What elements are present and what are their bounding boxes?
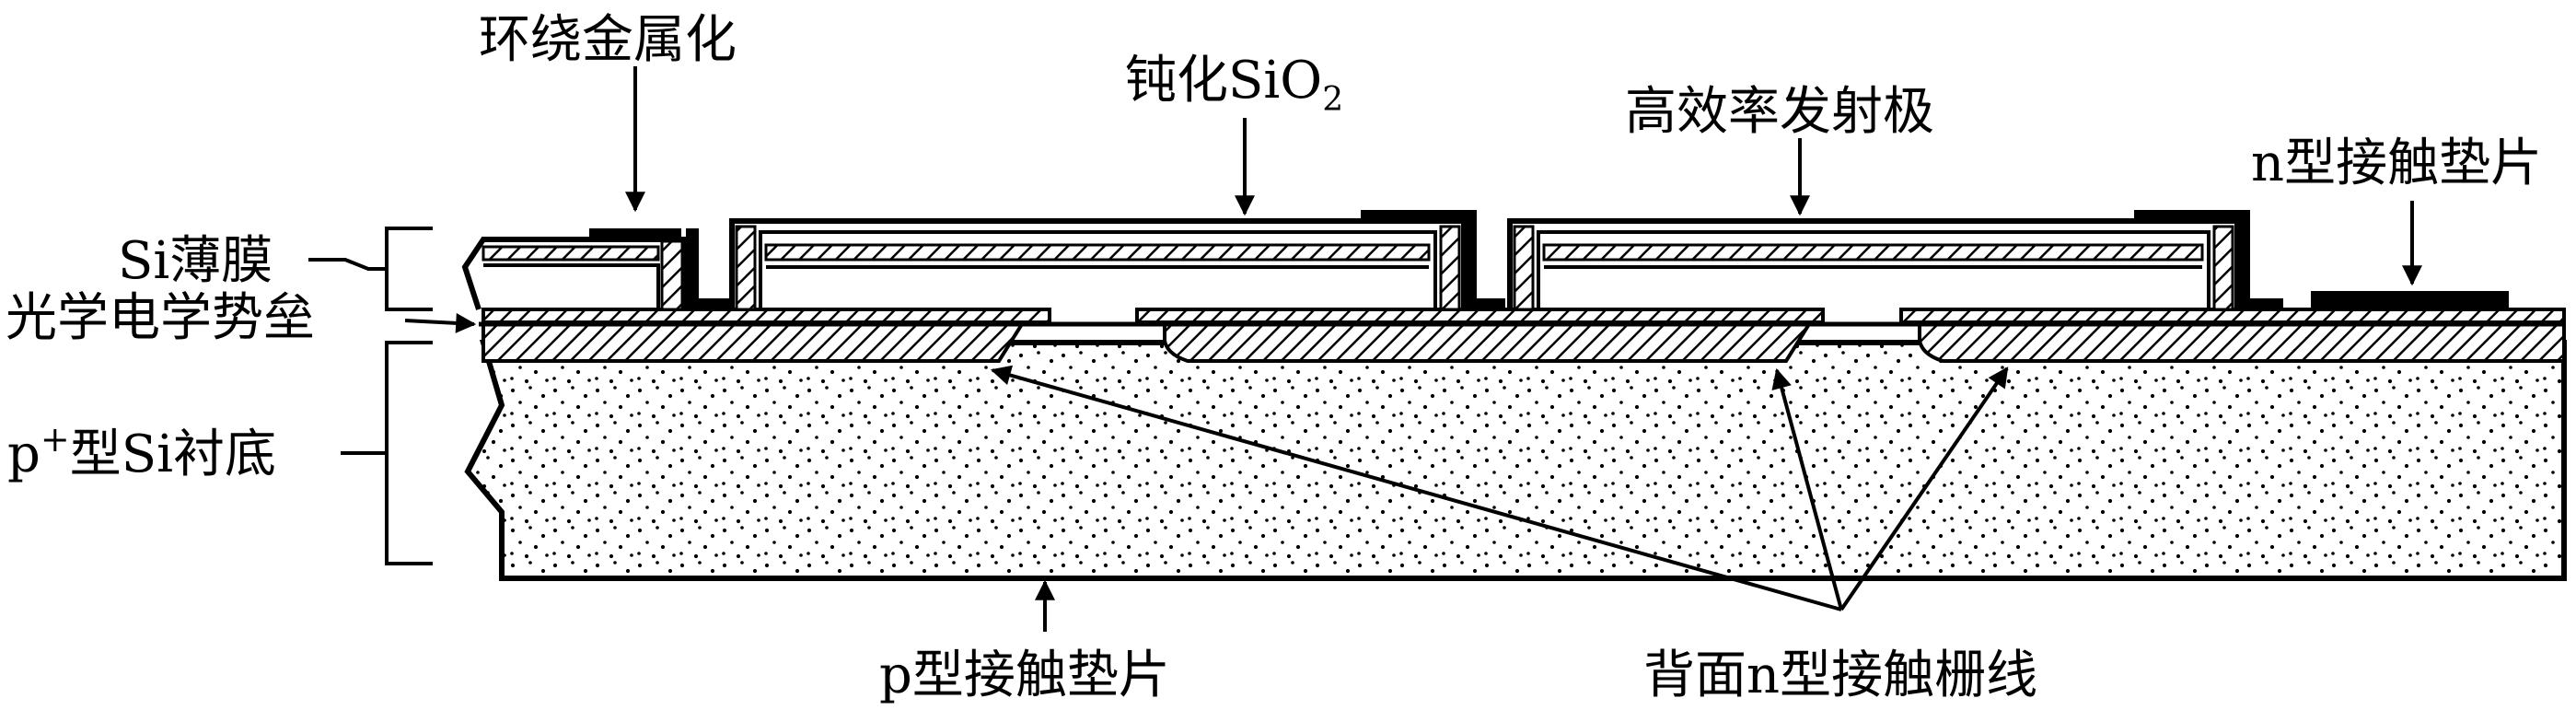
p-plus-si-substrate: [464, 340, 2567, 581]
si-film-leader: [308, 258, 387, 271]
label-p-pad: p型接触垫片: [879, 646, 1170, 705]
si-film-right-inner: [1537, 230, 2210, 309]
si-film-right-wall-left: [1513, 225, 1535, 311]
label-wrap-metal: 环绕金属化: [479, 10, 737, 70]
si-film-middle-wall-left: [735, 225, 757, 311]
si-film-middle-hatch: [764, 243, 1431, 262]
diffusion-layer-right: [1918, 322, 2566, 363]
si-film-left-hatch: [482, 245, 660, 262]
back-grid-arrow-2: [1771, 367, 1843, 611]
right-metal-side: [2237, 210, 2250, 308]
right-metal-foot: [2246, 298, 2283, 309]
label-si-film: Si薄膜: [118, 231, 273, 291]
back-grid-arrow-3: [1839, 367, 2009, 611]
wrap-metal-side: [686, 228, 699, 308]
diffusion-layer: [482, 322, 1026, 363]
si-film-bracket: [385, 227, 433, 311]
si-film-middle-inner: [759, 230, 1437, 309]
substrate-bracket: [385, 341, 433, 565]
barrier-arrow: [404, 312, 477, 333]
label-passivation: 钝化SiO2: [1125, 51, 1343, 119]
label-barrier: 光学电学势垒: [6, 288, 315, 348]
diffusion-layer-middle: [1163, 322, 1813, 363]
middle-metal-foot: [1473, 298, 1505, 309]
si-film-middle-wall-right: [1439, 225, 1461, 311]
middle-metal-contact: [1361, 210, 1464, 223]
si-film-left-inner: [483, 263, 660, 309]
si-film-right-hatch: [1542, 243, 2204, 262]
wrap-metal-contact: [589, 228, 681, 241]
grid-strip-3: [1899, 308, 2566, 324]
wrap-metal-foot: [695, 298, 730, 309]
si-film-left-wall: [660, 239, 684, 311]
grid-strip-1: [482, 308, 1051, 324]
right-metal-contact: [2134, 210, 2237, 223]
label-n-pad: n型接触垫片: [2251, 134, 2542, 193]
n-contact-pad: [2311, 291, 2509, 311]
middle-metal-side: [1464, 210, 1477, 308]
si-film-right-wall-right: [2212, 225, 2234, 311]
label-back-grid: 背面n型接触栅线: [1643, 646, 2037, 705]
back-grid-arrow-1: [990, 365, 1842, 611]
label-emitter: 高效率发射极: [1625, 82, 1934, 142]
label-substrate: p+型Si衬底: [7, 419, 276, 484]
grid-strip-2: [1135, 308, 1825, 324]
